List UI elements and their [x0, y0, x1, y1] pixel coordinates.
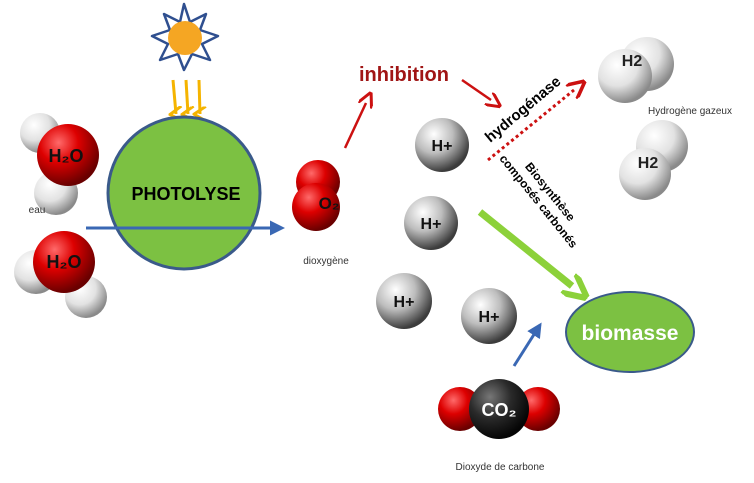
hydrogen-caption: Hydrogène gazeux [648, 106, 732, 117]
co2-formula: CO₂ [482, 400, 517, 420]
hydrogenase-label: hydrogénase [482, 73, 564, 146]
proton-label: H+ [421, 216, 442, 233]
hydrogen-molecule-1: H2 [598, 37, 674, 103]
proton-4: H+ [461, 288, 517, 344]
co2-molecule: CO₂ [438, 379, 560, 439]
water-formula-2: H₂O [47, 252, 82, 272]
inhibition-label: inhibition [359, 64, 449, 86]
proton-label: H+ [432, 138, 453, 155]
oxygen-caption: dioxygène [303, 256, 349, 267]
proton-label: H+ [479, 309, 500, 326]
proton-1: H+ [415, 118, 469, 172]
proton-2: H+ [404, 196, 458, 250]
h2-formula-2: H2 [638, 155, 659, 172]
photolysis-label: PHOTOLYSE [131, 184, 240, 204]
hydrogen-molecule-2: H2 [619, 120, 688, 200]
hydrogenase-arrow [487, 90, 574, 162]
biomass-label: biomasse [582, 322, 679, 345]
inhibition-to-hydrogenase-arrow [461, 78, 491, 100]
co2-caption: Dioxyde de carbone [456, 462, 545, 473]
water-caption: eau [29, 205, 46, 216]
biomass-ellipse: biomasse [565, 291, 695, 373]
oxygen-molecule: O₂ [292, 160, 340, 231]
sun-icon [150, 2, 220, 72]
oxygen-to-inhibition-arrow [343, 103, 366, 149]
proton-3: H+ [376, 273, 432, 329]
water-formula-1: H₂O [49, 146, 84, 166]
proton-label: H+ [394, 294, 415, 311]
h2-formula-1: H2 [622, 53, 643, 70]
light-rays-icon [173, 79, 200, 114]
biosynthesis-arrow [477, 209, 572, 286]
water-molecule-2: H₂O [14, 231, 107, 318]
water-molecule-1: H₂O [20, 113, 99, 215]
oxygen-formula: O₂ [319, 194, 340, 213]
co2-arrow [512, 322, 542, 367]
photolysis-circle: PHOTOLYSE [106, 115, 262, 271]
